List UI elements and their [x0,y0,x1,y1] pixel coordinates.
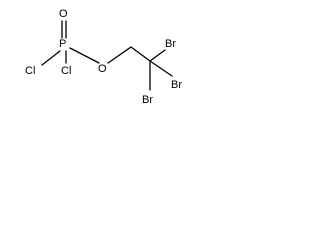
atom-labels: O P O Cl Cl Br Br Br [25,8,182,106]
bond-ch2-c [130,46,151,62]
bonds [41,20,173,91]
atom-chlorine-right: Cl [61,65,71,77]
bond-o-ch2 [107,46,132,64]
atom-bromine-right: Br [171,79,182,91]
atom-phosphorus: P [59,38,66,50]
bond-c-br-right [149,60,173,77]
bond-p-cl-left [41,50,61,66]
atom-bromine-top: Br [165,38,176,50]
atom-oxygen-double: O [59,8,68,20]
atom-chlorine-left: Cl [25,65,35,77]
atom-oxygen-ester: O [98,63,107,75]
atom-bromine-bottom: Br [142,94,153,106]
bond-p-o-single [69,47,100,64]
bond-c-br-top [149,49,166,62]
chemical-structure: O P O Cl Cl Br Br Br [25,8,182,106]
